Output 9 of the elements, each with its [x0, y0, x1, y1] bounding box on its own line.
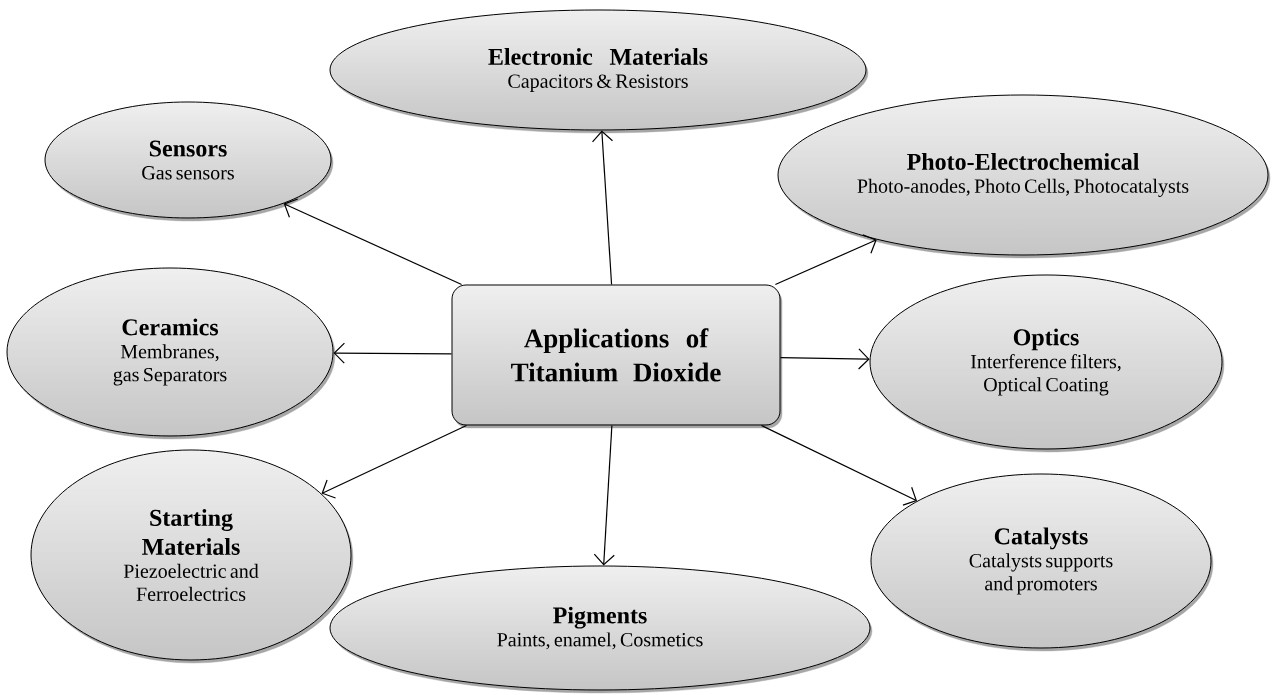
arrow [321, 424, 468, 499]
arrow [591, 130, 614, 286]
arrow [779, 348, 870, 370]
arrow [760, 424, 918, 506]
center-box: Applications of Titanium Dioxide [451, 284, 783, 429]
arrow [593, 424, 615, 566]
arrow [283, 198, 463, 286]
arrow [774, 234, 877, 286]
arrow [333, 342, 453, 364]
